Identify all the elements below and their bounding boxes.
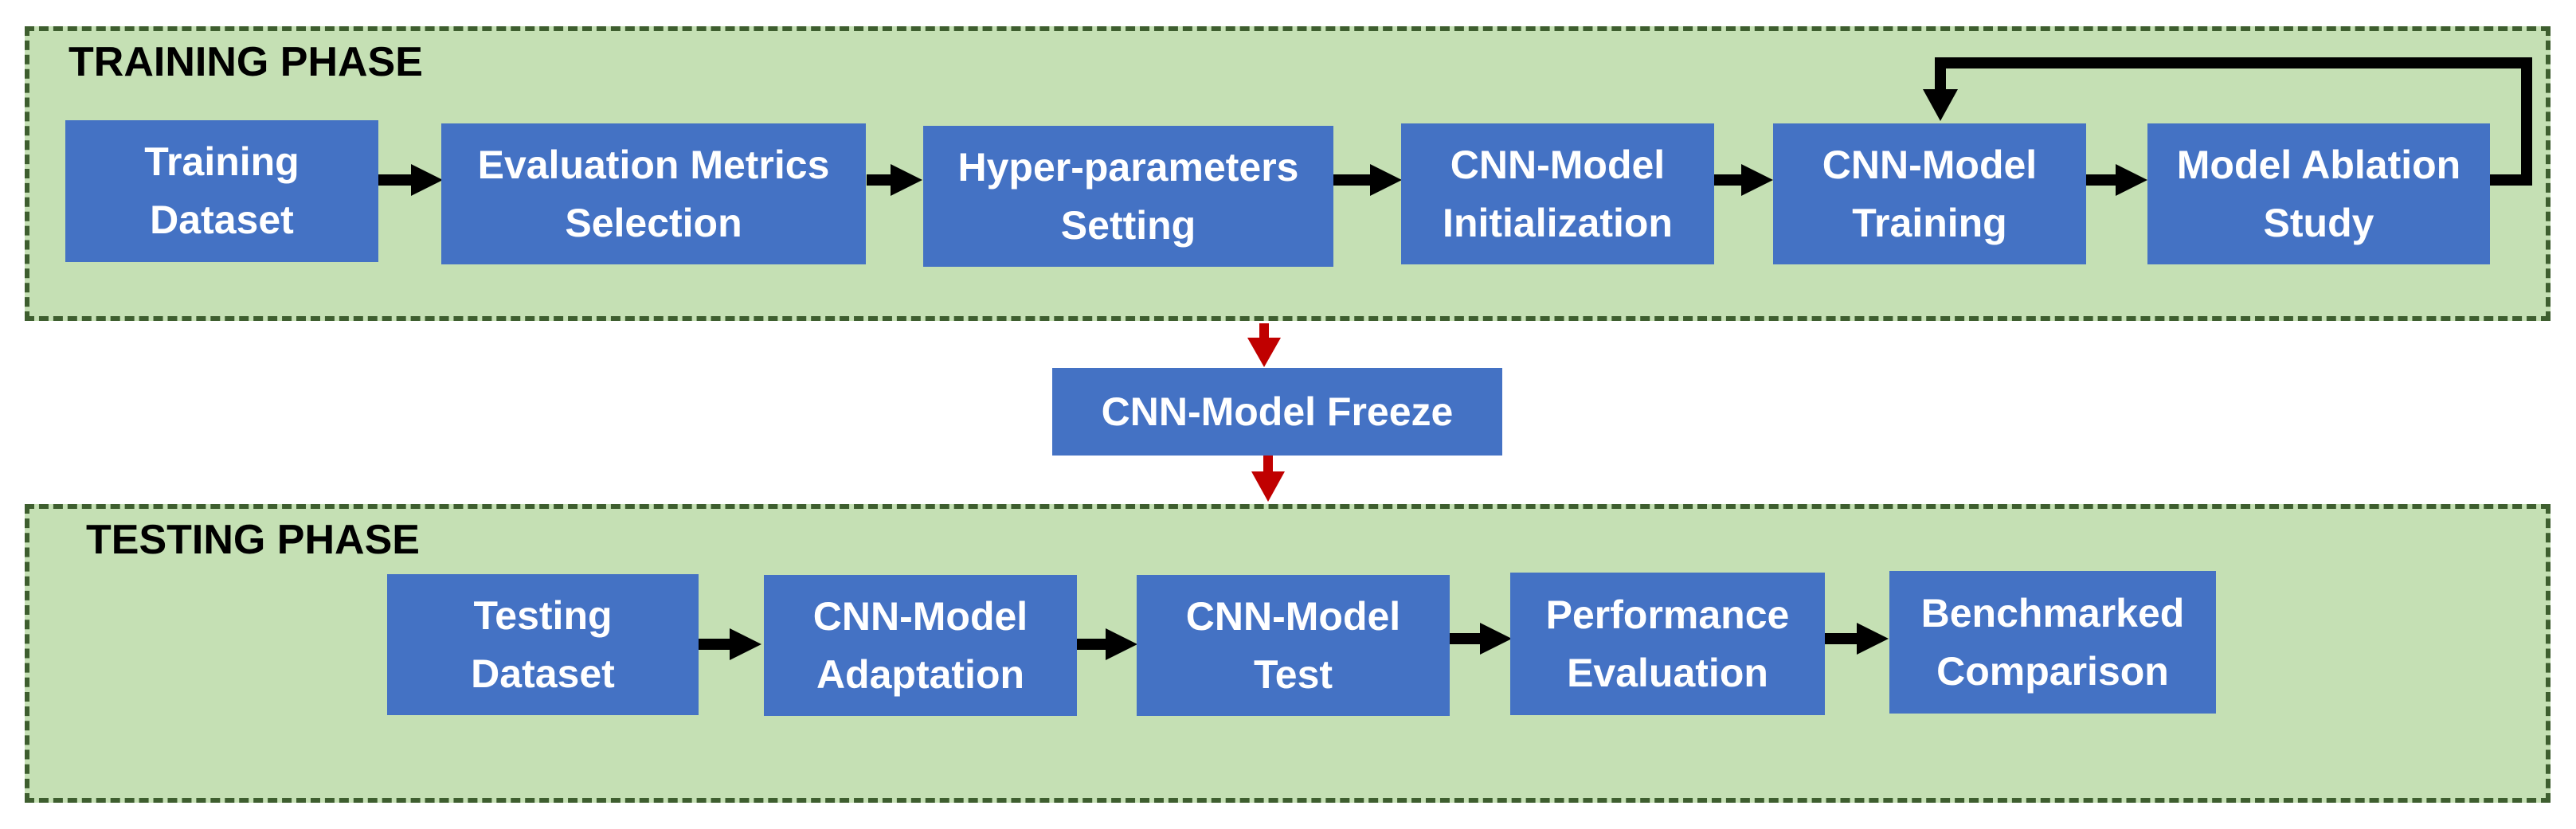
training-phase-title: TRAINING PHASE [69, 39, 423, 85]
step-label-line1: CNN-Model [1450, 142, 1666, 187]
step-label-line1: CNN-Model [812, 593, 1028, 639]
step-label-line2: Test [1253, 651, 1333, 697]
step-label-line1: Hyper-parameters [957, 144, 1299, 190]
testing-step-benchmarked-comparison: Benchmarked Comparison [1889, 571, 2216, 714]
step-label-line1: Performance [1545, 592, 1790, 637]
testing-step-cnn-model-adaptation: CNN-Model Adaptation [764, 575, 1077, 716]
step-label-line2: Dataset [150, 197, 294, 242]
testing-step-performance-evaluation: Performance Evaluation [1510, 573, 1825, 715]
step-label-line1: Benchmarked [1920, 590, 2185, 635]
step-label-line2: Setting [1060, 202, 1196, 248]
step-label-line2: Selection [565, 200, 742, 245]
cnn-model-freeze-box: CNN-Model Freeze [1052, 368, 1502, 456]
step-label-line1: Model Ablation [2176, 142, 2461, 187]
testing-step-testing-dataset: Testing Dataset [387, 574, 699, 715]
step-label-line1: Testing [473, 592, 613, 638]
step-label-line2: Comparison [1936, 648, 2169, 694]
step-label-line2: Adaptation [816, 651, 1025, 697]
step-label-line1: Evaluation Metrics [477, 142, 830, 187]
step-label-line2: Dataset [471, 651, 615, 696]
step-label-line1: Training [144, 139, 299, 184]
step-label-line1: CNN-Model [1822, 142, 2038, 187]
testing-step-cnn-model-test: CNN-Model Test [1137, 575, 1450, 716]
step-label-line2: Evaluation [1567, 650, 1768, 695]
step-label-line2: Initialization [1443, 200, 1673, 245]
training-step-cnn-model-training: CNN-Model Training [1773, 123, 2086, 264]
training-step-cnn-model-initialization: CNN-Model Initialization [1401, 123, 1714, 264]
step-label-line2: Training [1852, 200, 2007, 245]
freeze-label: CNN-Model Freeze [1101, 389, 1454, 434]
arrowhead-freeze-to-testing [1251, 471, 1285, 502]
training-step-evaluation-metrics-selection: Evaluation Metrics Selection [441, 123, 866, 264]
training-step-model-ablation-study: Model Ablation Study [2147, 123, 2490, 264]
step-label-line2: Study [2263, 200, 2374, 245]
step-label-line1: CNN-Model [1185, 593, 1401, 639]
training-step-hyper-parameters-setting: Hyper-parameters Setting [923, 126, 1333, 267]
arrowhead-training-to-freeze [1247, 338, 1281, 367]
training-step-training-dataset: Training Dataset [65, 120, 378, 262]
testing-phase-title: TESTING PHASE [86, 517, 420, 563]
